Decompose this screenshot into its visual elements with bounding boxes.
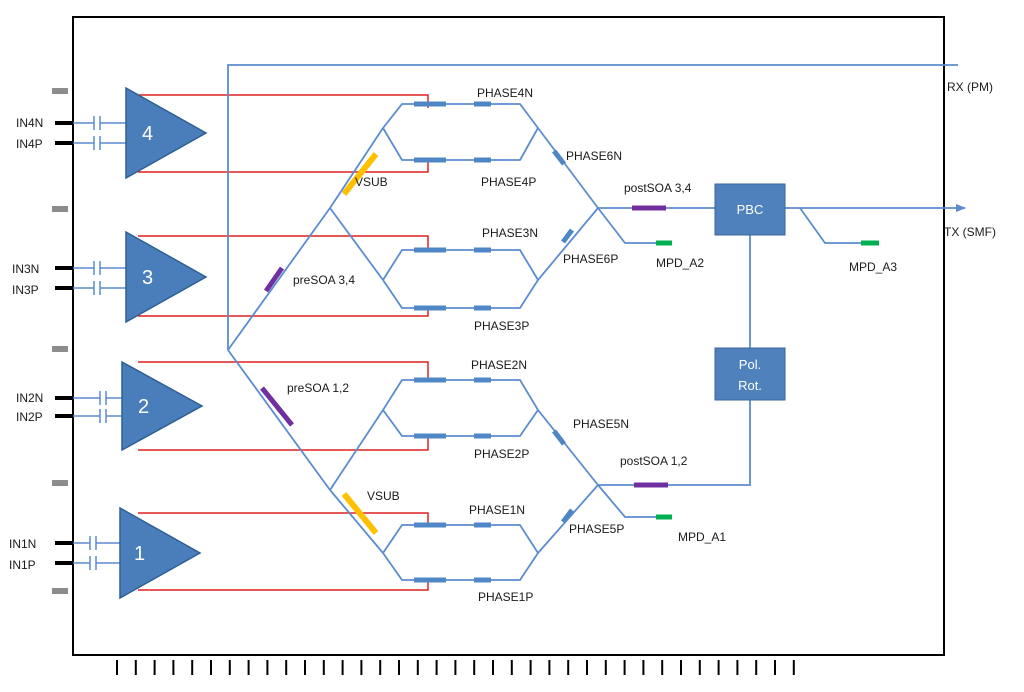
input-label-in1n: IN1N (9, 537, 36, 551)
side-pads (52, 88, 68, 594)
phase-label-1p: PHASE1P (478, 590, 533, 604)
soa-segments (260, 205, 668, 488)
bottom-pins (116, 660, 795, 675)
amplifier-3 (125, 230, 208, 324)
pol-rot-label-line2: Rot. (738, 378, 762, 393)
phase-label-6n: PHASE6N (566, 149, 622, 163)
soa-label-post12: postSOA 1,2 (620, 454, 688, 468)
vsub-label-bottom: VSUB (367, 489, 400, 503)
phase-label-2n: PHASE2N (471, 358, 527, 372)
input-pins (55, 121, 73, 565)
monitor-label-a2: MPD_A2 (656, 256, 704, 270)
waveguides (227, 64, 966, 581)
amplifier-4 (125, 86, 208, 180)
chip-outline (72, 16, 945, 656)
phase-label-2p: PHASE2P (474, 447, 529, 461)
amplifier-1 (119, 506, 202, 600)
port-label-tx: TX (SMF) (944, 225, 996, 239)
phase-segments (414, 101, 574, 583)
monitor-label-a3: MPD_A3 (849, 260, 897, 274)
amplifier-2 (121, 360, 204, 452)
phase-label-6p: PHASE6P (563, 252, 618, 266)
phase-label-4n: PHASE4N (477, 86, 533, 100)
input-capacitors (73, 116, 126, 570)
amplifier-4-label: 4 (142, 123, 153, 145)
phase-label-3p: PHASE3P (474, 319, 529, 333)
phase-label-3n: PHASE3N (482, 226, 538, 240)
input-label-in4p: IN4P (16, 137, 43, 151)
phase-label-5p: PHASE5P (569, 522, 624, 536)
soa-label-pre34: preSOA 3,4 (293, 273, 355, 287)
input-label-in2n: IN2N (16, 391, 43, 405)
monitor-label-a1: MPD_A1 (678, 530, 726, 544)
pbc-block (714, 183, 786, 236)
input-label-in2p: IN2P (16, 410, 43, 424)
input-label-in3p: IN3P (12, 283, 39, 297)
vsub-segments (341, 152, 379, 535)
pol-rot-block (714, 347, 786, 401)
amplifiers (119, 86, 208, 600)
phase-label-4p: PHASE4P (481, 175, 536, 189)
soa-label-post34: postSOA 3,4 (624, 181, 692, 195)
soa-label-pre12: preSOA 1,2 (287, 381, 349, 395)
rf-lines (138, 94, 429, 591)
port-label-rx: RX (PM) (947, 80, 993, 94)
pbc-label: PBC (737, 202, 764, 217)
monitor-pads (656, 240, 879, 520)
phase-label-1n: PHASE1N (469, 503, 525, 517)
pol-rot-label-line1: Pol. (739, 357, 761, 372)
amplifier-3-label: 3 (142, 267, 153, 289)
phase-label-5n: PHASE5N (573, 417, 629, 431)
amplifier-1-label: 1 (134, 543, 145, 565)
input-label-in4n: IN4N (16, 116, 43, 130)
input-label-in3n: IN3N (12, 262, 39, 276)
input-label-in1p: IN1P (9, 558, 36, 572)
amplifier-2-label: 2 (138, 396, 149, 418)
vsub-label-top: VSUB (355, 175, 388, 189)
